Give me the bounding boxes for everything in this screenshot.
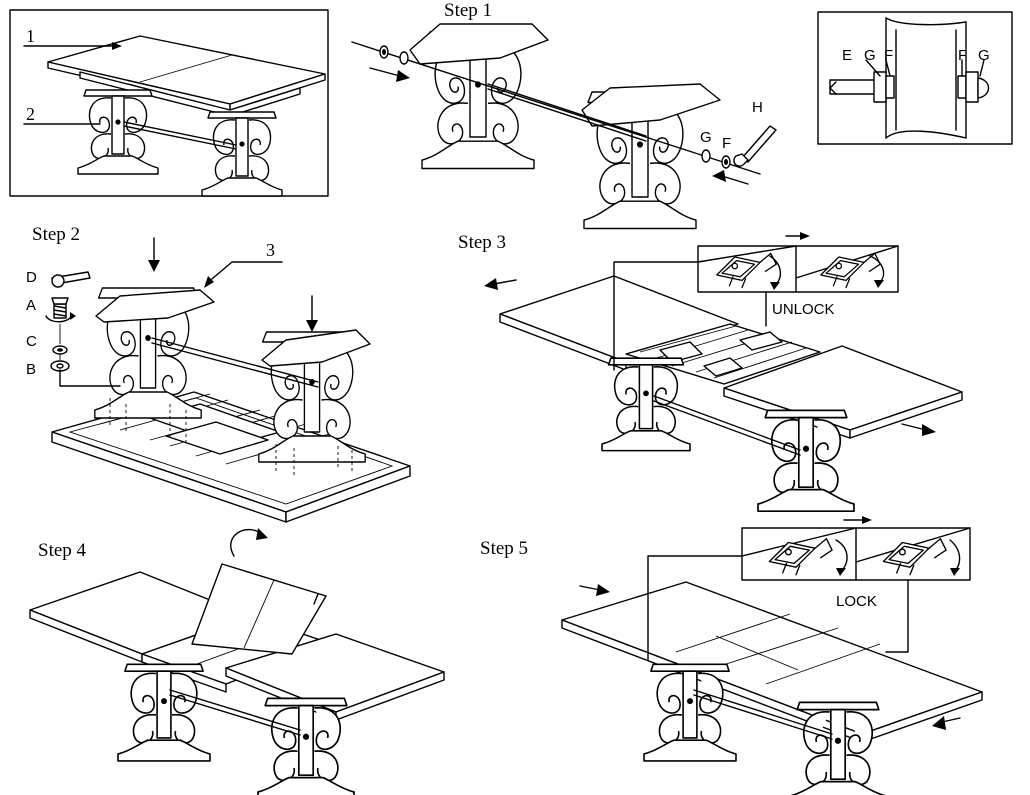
step2-diagram: Step 2 (32, 224, 411, 523)
svg-text:1: 1 (26, 26, 35, 46)
bolt-detail-panel (817, 11, 1013, 145)
step1-diagram: Step 1 (351, 0, 777, 230)
label-F-detail-right: F (958, 47, 967, 64)
label-E: E (842, 47, 852, 64)
step2-title: Step 2 (32, 224, 80, 245)
step4-diagram: Step 4 (29, 528, 445, 795)
overview-panel (9, 9, 329, 197)
step3-title: Step 3 (458, 232, 506, 253)
label-B: B (26, 361, 36, 378)
lock-label: LOCK (836, 593, 877, 610)
label-F-detail-left: F (884, 47, 893, 64)
detail-frame (817, 11, 1013, 145)
step3-diagram: Step 3 (458, 232, 963, 513)
step5-title: Step 5 (480, 538, 528, 559)
label-C: C (26, 333, 37, 350)
svg-text:2: 2 (26, 104, 35, 124)
step1-title: Step 1 (444, 0, 492, 21)
step4-title: Step 4 (38, 540, 87, 561)
label-H: H (752, 99, 763, 116)
step5-diagram: Step 5 (480, 516, 983, 795)
label-part-1: 1 (23, 26, 122, 50)
label-part-3: 3 (266, 240, 275, 260)
label-A: A (26, 297, 36, 314)
label-G-step1: G (700, 129, 712, 146)
unlock-label: UNLOCK (772, 301, 835, 318)
label-D: D (26, 269, 37, 286)
label-G-detail-left: G (864, 47, 876, 64)
label-F-step1: F (722, 135, 731, 152)
label-G-detail-right: G (978, 47, 990, 64)
label-part-2: 2 (23, 104, 101, 125)
overview-frame (9, 9, 329, 197)
